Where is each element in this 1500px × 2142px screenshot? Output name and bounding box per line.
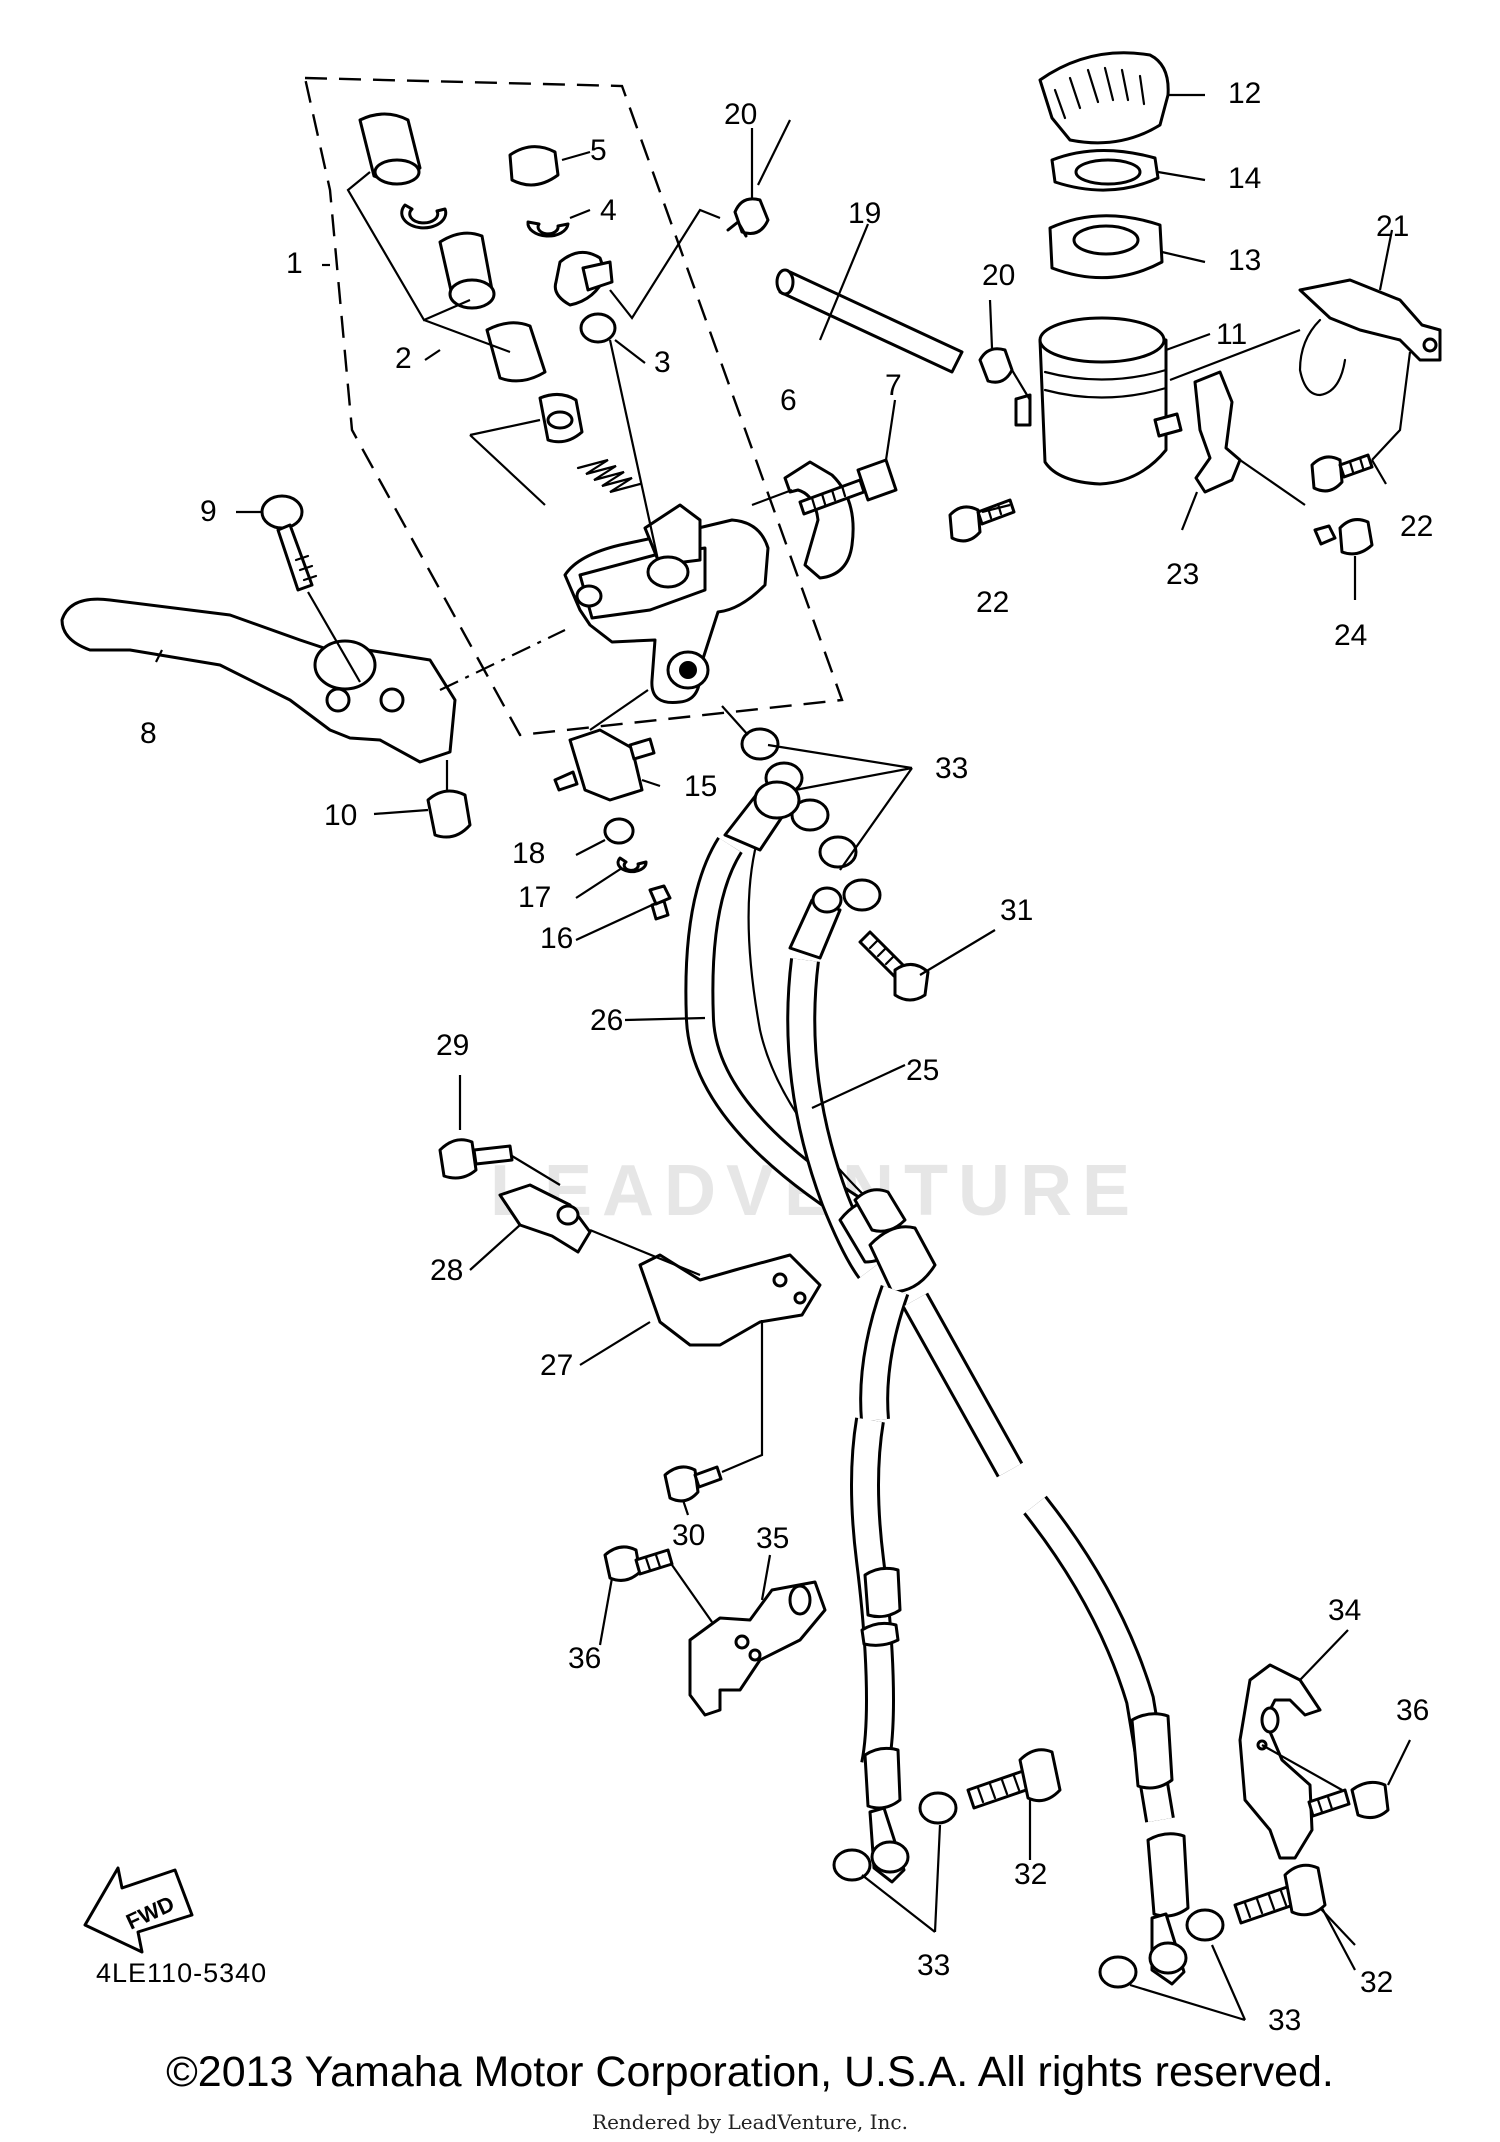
reservoir-stay [1193, 370, 1242, 494]
hose-bracket-35 [688, 1580, 827, 1717]
assembly-boundary [303, 76, 844, 737]
callout-22-right: 22 [1400, 510, 1433, 543]
brake-switch [553, 689, 656, 802]
callout-5: 5 [590, 134, 607, 167]
piston-kit [346, 112, 642, 506]
lever-nut [426, 789, 472, 839]
banjo-bolt-31 [858, 930, 930, 1002]
hose-holder-28 [498, 1183, 592, 1254]
callout-26: 26 [590, 1004, 623, 1037]
callout-33-top: 33 [935, 752, 968, 785]
callout-15: 15 [684, 770, 717, 803]
copyright-notice: ©2013 Yamaha Motor Corporation, U.S.A. A… [166, 2048, 1334, 2096]
callout-21: 21 [1376, 210, 1409, 243]
callout-22-left: 22 [976, 586, 1009, 619]
callout-34: 34 [1328, 1594, 1361, 1627]
bolt-36-right [1307, 1780, 1390, 1820]
bore-guide-line [608, 339, 660, 561]
callout-19: 19 [848, 197, 881, 230]
reservoir-fitting [508, 145, 721, 344]
callout-17: 17 [518, 881, 551, 914]
callout-27: 27 [540, 1349, 573, 1382]
holder-clamp [783, 460, 855, 580]
callout-13: 13 [1228, 244, 1261, 277]
callout-3: 3 [654, 346, 671, 379]
brake-hose-lower-left [850, 1284, 910, 1884]
callout-16: 16 [540, 922, 573, 955]
callout-29: 29 [436, 1029, 469, 1062]
reservoir-hose [775, 268, 964, 374]
master-cylinder-body [563, 503, 770, 705]
callout-18: 18 [512, 837, 545, 870]
bolt-30 [663, 1320, 764, 1503]
bolt-36-left [603, 1545, 713, 1623]
callout-30: 30 [672, 1519, 705, 1552]
brake-hose-lower-right [901, 1292, 1190, 1986]
callout-11: 11 [1216, 318, 1247, 351]
reservoir-cap [1038, 51, 1170, 145]
callout-33-right: 33 [1268, 2004, 1301, 2037]
callout-20-top: 20 [724, 98, 757, 131]
callout-36-left: 36 [568, 1642, 601, 1675]
callout-32-left: 32 [1014, 1858, 1047, 1891]
bolt-22-right [1310, 351, 1412, 493]
pivot-bolt [260, 494, 361, 683]
hose-joint [838, 1188, 937, 1294]
hose-clip-lower [978, 347, 1014, 384]
callout-36-right: 36 [1396, 1694, 1429, 1727]
callout-23: 23 [1166, 558, 1199, 591]
diagram-code: 4LE110-5340 [96, 1958, 268, 1988]
callouts: 1 2 3 4 5 6 7 8 9 10 11 12 13 14 15 16 1… [140, 77, 1433, 2037]
hose-clip [726, 197, 770, 238]
callout-1: 1 [286, 247, 303, 280]
callout-12: 12 [1228, 77, 1261, 110]
rendered-by-notice: Rendered by LeadVenture, Inc. [592, 2110, 908, 2134]
callout-32-right: 32 [1360, 1966, 1393, 1999]
banjo-washers-right [1098, 1908, 1225, 1989]
callout-14: 14 [1228, 162, 1261, 195]
callout-6: 6 [780, 384, 797, 417]
callout-8: 8 [140, 717, 157, 750]
callout-2: 2 [395, 342, 412, 375]
banjo-bolt-32-left [966, 1748, 1062, 1855]
callout-35: 35 [756, 1522, 789, 1555]
callout-7: 7 [885, 369, 902, 402]
callout-9: 9 [200, 495, 217, 528]
callout-28: 28 [430, 1254, 463, 1287]
switch-hardware [603, 817, 672, 921]
brake-lever [60, 597, 566, 764]
leader-lines [155, 93, 1411, 2022]
bolt-29 [438, 1138, 701, 1277]
callout-20-lower: 20 [982, 259, 1015, 292]
callout-24: 24 [1334, 619, 1367, 652]
banjo-bolt-32-right [1233, 1863, 1356, 1946]
callout-33-left: 33 [917, 1949, 950, 1982]
clamp-bolt [798, 458, 898, 516]
callout-4: 4 [600, 194, 617, 227]
hose-guide-27 [638, 1253, 822, 1347]
callout-10: 10 [324, 799, 357, 832]
fwd-arrow: FWD [83, 1866, 194, 1954]
brake-hose-26 [684, 836, 878, 1233]
bolt-24 [1313, 518, 1374, 600]
reservoir-tank [1014, 316, 1183, 486]
banjo-fitting-25-top [788, 898, 842, 960]
reservoir-bracket [1169, 278, 1442, 397]
callout-31: 31 [1000, 894, 1033, 927]
callout-25: 25 [906, 1054, 939, 1087]
banjo-washers-left [832, 1791, 958, 1882]
hose-bracket-34 [1238, 1663, 1343, 1860]
